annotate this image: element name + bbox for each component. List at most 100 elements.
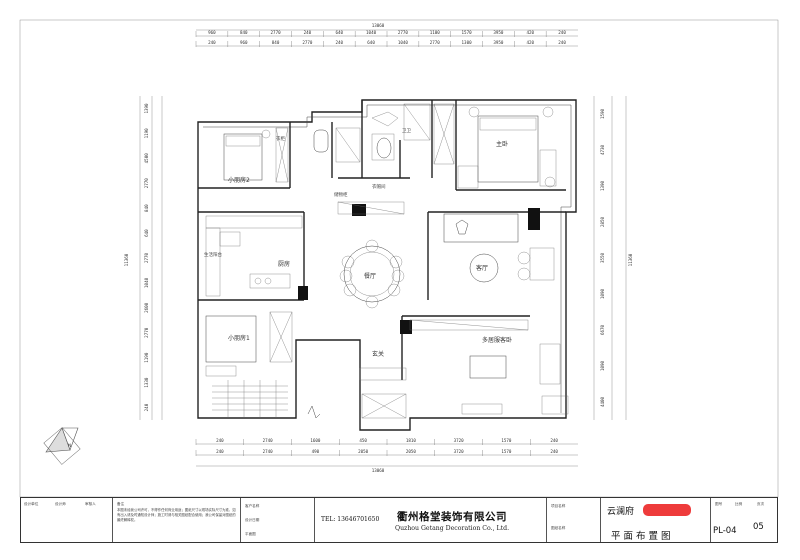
label-storage: 储物柜 xyxy=(334,191,348,198)
top-dim-row1-9: 3950 xyxy=(493,30,504,35)
bottom-dim-row1-7: 240 xyxy=(550,438,558,443)
left-dim-7: 1040 xyxy=(144,277,149,288)
top-total-dimension: 13060 xyxy=(372,23,385,28)
left-dimensions: 11360 xyxy=(124,96,163,420)
top-dim-row1-2: 2770 xyxy=(271,30,282,35)
left-dim-9: 2770 xyxy=(144,327,149,338)
top-dim-row1-11: 240 xyxy=(558,30,566,35)
right-dim-3: 2850 xyxy=(600,216,605,227)
tb-label-0: 设计单位 xyxy=(24,502,39,506)
redaction-mark xyxy=(643,504,691,516)
sheet-border xyxy=(19,19,779,498)
kitchen-furniture xyxy=(205,215,303,297)
bottom-dim-row1-4: 1810 xyxy=(406,438,417,443)
right-dim-1: 4730 xyxy=(600,144,605,155)
right-total-dimension: 11360 xyxy=(628,253,633,266)
compass-icon: N xyxy=(43,427,81,465)
entry-cabinets xyxy=(337,201,407,419)
tb-sub-cell: 客户名称 设计日期 平面图 xyxy=(241,498,315,542)
top-dim-row2-3: 2770 xyxy=(302,40,313,45)
dining-table xyxy=(339,239,405,309)
structural-columns xyxy=(298,204,540,334)
bottom-dim-row1-0: 240 xyxy=(216,438,224,443)
left-dim-4: 840 xyxy=(144,204,149,212)
top-dim-row2-0: 240 xyxy=(208,40,216,45)
left-dim-10: 1190 xyxy=(144,352,149,363)
top-dim-row2-8: 1300 xyxy=(462,40,473,45)
left-dim-2: 4500 xyxy=(144,153,149,164)
tb-num-label-6: 比例 xyxy=(735,502,743,506)
company-name-en: Quzhou Getang Decoration Co., Ltd. xyxy=(395,525,510,532)
top-dim-row1-6: 2770 xyxy=(398,30,409,35)
top-dim-row1-1: 840 xyxy=(240,30,248,35)
label-second-bedroom-1: 小朋房1 xyxy=(228,334,250,342)
left-dim-0: 1390 xyxy=(144,103,149,114)
bedroom-1-furniture xyxy=(205,311,293,377)
drawing-title: 平面布置图 xyxy=(611,531,674,542)
label-utility: 生活阳台 xyxy=(204,251,222,258)
right-dim-0: 1590 xyxy=(600,108,605,119)
multi-room-furniture xyxy=(409,319,569,415)
right-dim-7: 1090 xyxy=(600,360,605,371)
company-name-cn: 衢州格堂装饰有限公司 xyxy=(397,511,507,523)
tb-sub-label-2: 平面图 xyxy=(245,532,256,536)
left-dim-12: 240 xyxy=(144,403,149,411)
master-bedroom-furniture xyxy=(457,106,557,189)
top-dim-row2-4: 240 xyxy=(335,40,343,45)
tb-label-column: 设计单位 设计师 审核人 xyxy=(21,498,113,542)
top-dim-row2-5: 640 xyxy=(367,40,375,45)
top-dim-row2-1: 960 xyxy=(240,40,248,45)
left-dim-3: 2770 xyxy=(144,178,149,189)
bottom-dim-row1-2: 1600 xyxy=(310,438,321,443)
bottom-dim-row2-4: 2050 xyxy=(406,449,417,454)
bottom-dim-row1-5: 3720 xyxy=(454,438,465,443)
label-dining: 餐厅 xyxy=(364,272,376,280)
bottom-dimensions: 13060 xyxy=(196,443,578,473)
label-kitchen: 厨房 xyxy=(278,260,290,268)
right-dim-4: 3550 xyxy=(600,252,605,263)
top-dim-row1-7: 1100 xyxy=(430,30,441,35)
tb-meta-label-4: 图纸名称 xyxy=(551,526,566,530)
project-name: 云澜府 xyxy=(607,507,635,517)
page-number: 05 xyxy=(753,522,764,532)
left-dim-5: 640 xyxy=(144,229,149,237)
top-dim-row1-3: 240 xyxy=(304,30,312,35)
label-multi-room: 多居服客卧 xyxy=(482,336,512,344)
left-dim-8: 2600 xyxy=(144,302,149,313)
right-dim-6: 6670 xyxy=(600,324,605,335)
compass-north: N xyxy=(68,443,71,449)
right-dim-5: 1090 xyxy=(600,288,605,299)
bottom-dim-row2-6: 1570 xyxy=(501,449,512,454)
top-dim-row1-8: 1570 xyxy=(462,30,473,35)
bottom-dim-row1-3: 450 xyxy=(359,438,367,443)
tb-label-1: 设计师 xyxy=(55,502,66,506)
tb-label-2: 审核人 xyxy=(85,502,96,506)
top-dim-row1-10: 420 xyxy=(526,30,534,35)
bathroom-fixtures xyxy=(313,103,455,165)
top-dim-row2-10: 420 xyxy=(526,40,534,45)
top-dim-row2-2: 840 xyxy=(272,40,280,45)
tb-sub-label-0: 客户名称 xyxy=(245,504,260,508)
top-dim-row1-4: 640 xyxy=(335,30,343,35)
label-bath: 卫卫 xyxy=(402,128,411,134)
living-furniture xyxy=(443,213,555,283)
top-dim-row2-7: 2770 xyxy=(430,40,441,45)
left-dim-11: 1330 xyxy=(144,377,149,388)
bottom-dim-row2-7: 240 xyxy=(550,449,558,454)
label-closet: 衣帽间 xyxy=(372,183,386,190)
tb-notes-heading: 备注 xyxy=(117,502,125,506)
tb-sub-label-1: 设计日期 xyxy=(245,518,260,522)
floor-plan-drawing: 13060 13060 11360 11360 xyxy=(19,19,779,498)
break-marker xyxy=(307,405,321,419)
right-dimensions: 11360 xyxy=(593,96,633,420)
interior-walls xyxy=(198,100,566,380)
bottom-dim-row2-1: 2740 xyxy=(263,449,274,454)
tb-meta-label-3: 项目名称 xyxy=(551,504,566,508)
tb-meta-cell: 项目名称 图纸名称 xyxy=(547,498,601,542)
bottom-total-dimension: 13060 xyxy=(372,468,385,473)
top-dim-row1-5: 1040 xyxy=(366,30,377,35)
label-master-bedroom: 主卧 xyxy=(496,140,508,148)
label-second-bedroom-2: 小朋房2 xyxy=(228,176,250,184)
top-dim-row2-6: 1040 xyxy=(398,40,409,45)
title-block: 设计单位 设计师 审核人 备注 本图未经我公司许可，不得作任何商业用途；图纸尺寸… xyxy=(20,497,778,543)
